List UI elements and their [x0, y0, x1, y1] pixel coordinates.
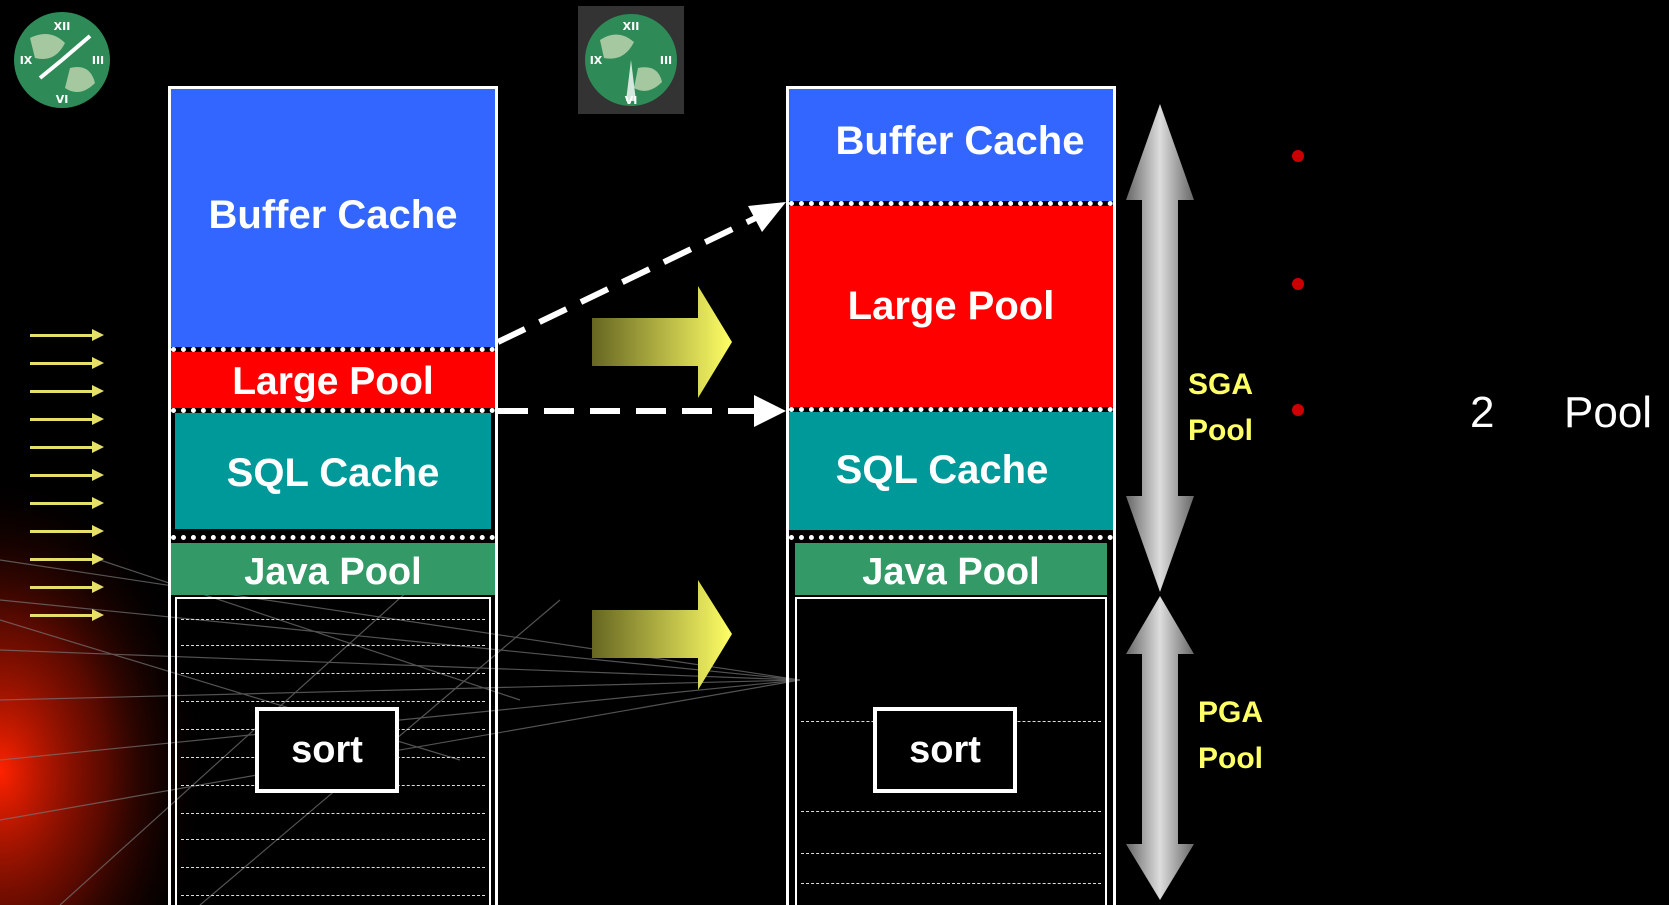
- sga-pool-label: SGA Pool: [1188, 362, 1253, 454]
- globe-clock-icon: XII III VI IX: [10, 8, 114, 112]
- svg-text:XII: XII: [623, 20, 640, 33]
- left-java-pool-block: Java Pool: [171, 543, 495, 595]
- sga-label-line2: Pool: [1188, 414, 1253, 447]
- right-memory-stack: Buffer Cache Large Pool SQL Cache Java P…: [786, 86, 1116, 905]
- right-sql-cache-label: SQL Cache: [835, 448, 1049, 492]
- small-arrow-icon: [30, 609, 104, 621]
- small-arrow-icon: [30, 497, 104, 509]
- small-arrow-icon: [30, 525, 104, 537]
- divider: [171, 408, 495, 413]
- right-buffer-cache-label: Buffer Cache: [835, 119, 1085, 163]
- right-sort-box: sort: [873, 707, 1017, 793]
- pga-line: [181, 813, 485, 814]
- right-java-pool-block: Java Pool: [795, 543, 1107, 595]
- svg-text:III: III: [660, 54, 672, 67]
- svg-text:XII: XII: [54, 20, 71, 33]
- pga-line: [181, 839, 485, 840]
- bullet-word: Pool: [1564, 388, 1653, 437]
- svg-text:VI: VI: [56, 93, 69, 106]
- yellow-right-arrow-icon: [592, 580, 732, 690]
- small-arrow-icon: [30, 413, 104, 425]
- right-sql-cache-block: SQL Cache: [789, 412, 1113, 530]
- small-arrow-icon: [30, 553, 104, 565]
- left-memory-stack: Buffer Cache Large Pool SQL Cache Java P…: [168, 86, 498, 905]
- right-buffer-cache-block: Buffer Cache: [789, 89, 1113, 201]
- right-java-pool-label: Java Pool: [862, 551, 1040, 593]
- small-arrow-icon: [30, 581, 104, 593]
- small-arrow-icon: [30, 329, 104, 341]
- small-arrow-icon: [30, 469, 104, 481]
- bullet-dot: [1292, 278, 1304, 290]
- divider: [789, 535, 1113, 540]
- bullet-number: 2: [1470, 388, 1495, 437]
- pga-label-line1: PGA: [1198, 696, 1264, 729]
- yellow-right-arrow-icon: [592, 286, 732, 398]
- left-buffer-cache-block: Buffer Cache: [171, 89, 495, 347]
- dashed-arrow-to-large-pool: [496, 202, 786, 345]
- double-headed-arrow-icon: [1126, 596, 1194, 900]
- svg-text:IX: IX: [20, 54, 33, 67]
- right-large-pool-label: Large Pool: [847, 284, 1055, 328]
- dashed-arrow-to-sql-cache: [498, 395, 786, 427]
- divider: [789, 407, 1113, 412]
- pga-pool-label: PGA Pool: [1198, 690, 1263, 782]
- svg-text:VI: VI: [625, 94, 638, 107]
- divider: [789, 201, 1113, 206]
- left-buffer-cache-label: Buffer Cache: [208, 193, 458, 237]
- pga-line: [181, 619, 485, 620]
- pga-line: [181, 701, 485, 702]
- left-large-pool-label: Large Pool: [232, 360, 434, 403]
- pga-line: [801, 853, 1101, 854]
- pga-line: [181, 895, 485, 896]
- pga-line: [801, 811, 1101, 812]
- sga-label-line1: SGA: [1188, 368, 1254, 401]
- divider: [171, 535, 495, 540]
- left-sort-box: sort: [255, 707, 399, 793]
- bullet-dot: [1292, 150, 1304, 162]
- pga-line: [181, 867, 485, 868]
- small-arrow-icon: [30, 385, 104, 397]
- left-large-pool-block: Large Pool: [171, 352, 495, 408]
- pga-line: [181, 645, 485, 646]
- double-headed-arrow-icon: [1126, 104, 1194, 592]
- left-java-pool-label: Java Pool: [244, 551, 422, 593]
- svg-text:III: III: [92, 54, 104, 67]
- left-sql-cache-block: SQL Cache: [175, 413, 491, 529]
- pga-line: [801, 883, 1101, 884]
- bullet-dot: [1292, 404, 1304, 416]
- right-large-pool-block: Large Pool: [789, 206, 1113, 407]
- small-arrow-icon: [30, 441, 104, 453]
- svg-text:IX: IX: [590, 54, 603, 67]
- pga-label-line2: Pool: [1198, 742, 1263, 775]
- small-arrow-icon: [30, 357, 104, 369]
- divider: [171, 347, 495, 352]
- globe-clock-icon: XII III VI IX: [578, 6, 684, 114]
- left-sql-cache-label: SQL Cache: [226, 451, 440, 495]
- pga-line: [181, 673, 485, 674]
